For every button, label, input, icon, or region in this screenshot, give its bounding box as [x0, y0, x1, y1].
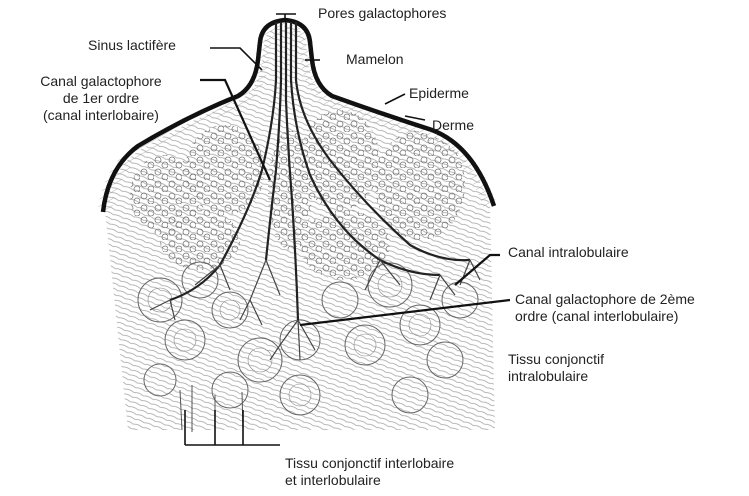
label-tissu-inter-line2: et interlobulaire: [285, 472, 454, 489]
label-canal2-line1: Canal galactophore de 2ème: [515, 291, 695, 308]
label-canal1-line1: Canal galactophore: [10, 73, 192, 90]
label-tissu-intralobulaire: Tissu conjonctif intralobulaire: [508, 351, 604, 385]
leader-epiderme: [385, 94, 405, 104]
label-epiderme: Epiderme: [409, 85, 469, 102]
label-canal-intralobulaire: Canal intralobulaire: [508, 244, 629, 261]
label-pores-galactophores: Pores galactophores: [318, 5, 446, 22]
label-sinus-lactifere: Sinus lactifère: [88, 37, 176, 54]
label-mamelon: Mamelon: [346, 51, 404, 68]
label-canal1-line2: de 1er ordre: [10, 90, 192, 107]
label-canal-galactophore-2: Canal galactophore de 2ème ordre (canal …: [515, 291, 695, 325]
label-canal1-line3: (canal interlobaire): [10, 107, 192, 124]
label-derme: Derme: [432, 117, 474, 134]
label-tissu-intra-line2: intralobulaire: [508, 368, 604, 385]
label-canal2-line2: ordre (canal interlobulaire): [515, 308, 695, 325]
label-tissu-interlobaire: Tissu conjonctif interlobaire et interlo…: [285, 455, 454, 489]
label-tissu-intra-line1: Tissu conjonctif: [508, 351, 604, 368]
label-canal-galactophore-1: Canal galactophore de 1er ordre (canal i…: [10, 73, 192, 124]
label-tissu-inter-line1: Tissu conjonctif interlobaire: [285, 455, 454, 472]
leader-derme: [405, 116, 425, 120]
